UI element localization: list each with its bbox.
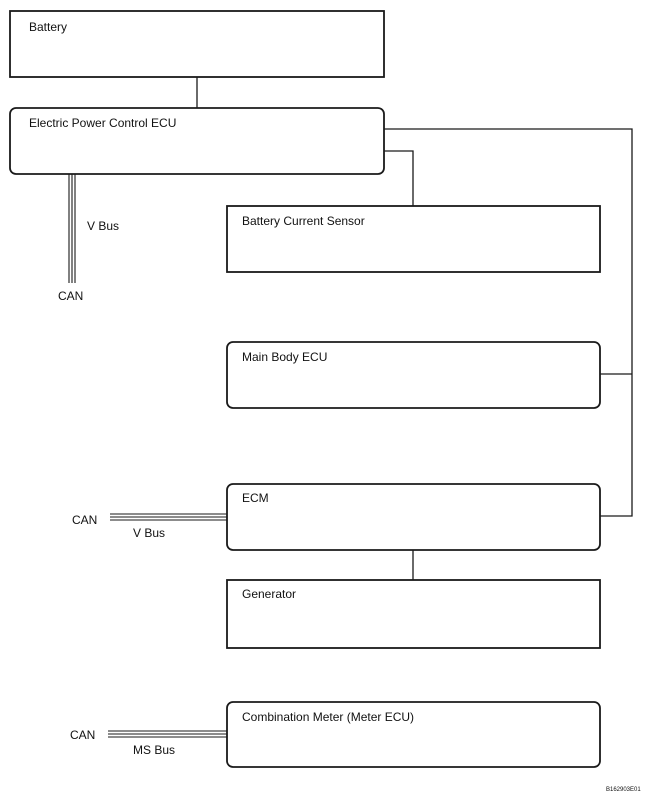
ecm-vbus-label: V Bus [133, 526, 165, 540]
ecu-to-current-sensor-wire [384, 150, 414, 206]
battery-box: Battery [9, 10, 385, 78]
meter-ms-bus [108, 730, 227, 738]
battery-label: Battery [29, 20, 67, 34]
combination-meter-label: Combination Meter (Meter ECU) [242, 710, 414, 724]
figure-code: B162903E01 [606, 787, 641, 793]
power-ecu-can-bus [68, 174, 76, 283]
ecu-main-trunk-wire [384, 128, 633, 517]
ecm-can-bus [110, 513, 227, 521]
ecm-can-label: CAN [72, 513, 97, 527]
generator-box: Generator [226, 579, 601, 649]
generator-label: Generator [242, 587, 296, 601]
battery-current-sensor-label: Battery Current Sensor [242, 214, 365, 228]
main-body-ecu-label: Main Body ECU [242, 350, 327, 364]
meter-can-label: CAN [70, 728, 95, 742]
main-body-ecu-box: Main Body ECU [226, 341, 601, 409]
combination-meter-box: Combination Meter (Meter ECU) [226, 701, 601, 768]
power-ecu-can-label: CAN [58, 289, 83, 303]
meter-msbus-label: MS Bus [133, 743, 175, 757]
ecm-label: ECM [242, 491, 269, 505]
power-ecu-vbus-label: V Bus [87, 219, 119, 233]
power-control-ecu-label: Electric Power Control ECU [29, 116, 176, 130]
ecm-box: ECM [226, 483, 601, 551]
power-control-ecu-box: Electric Power Control ECU [9, 107, 385, 175]
battery-current-sensor-box: Battery Current Sensor [226, 205, 601, 273]
